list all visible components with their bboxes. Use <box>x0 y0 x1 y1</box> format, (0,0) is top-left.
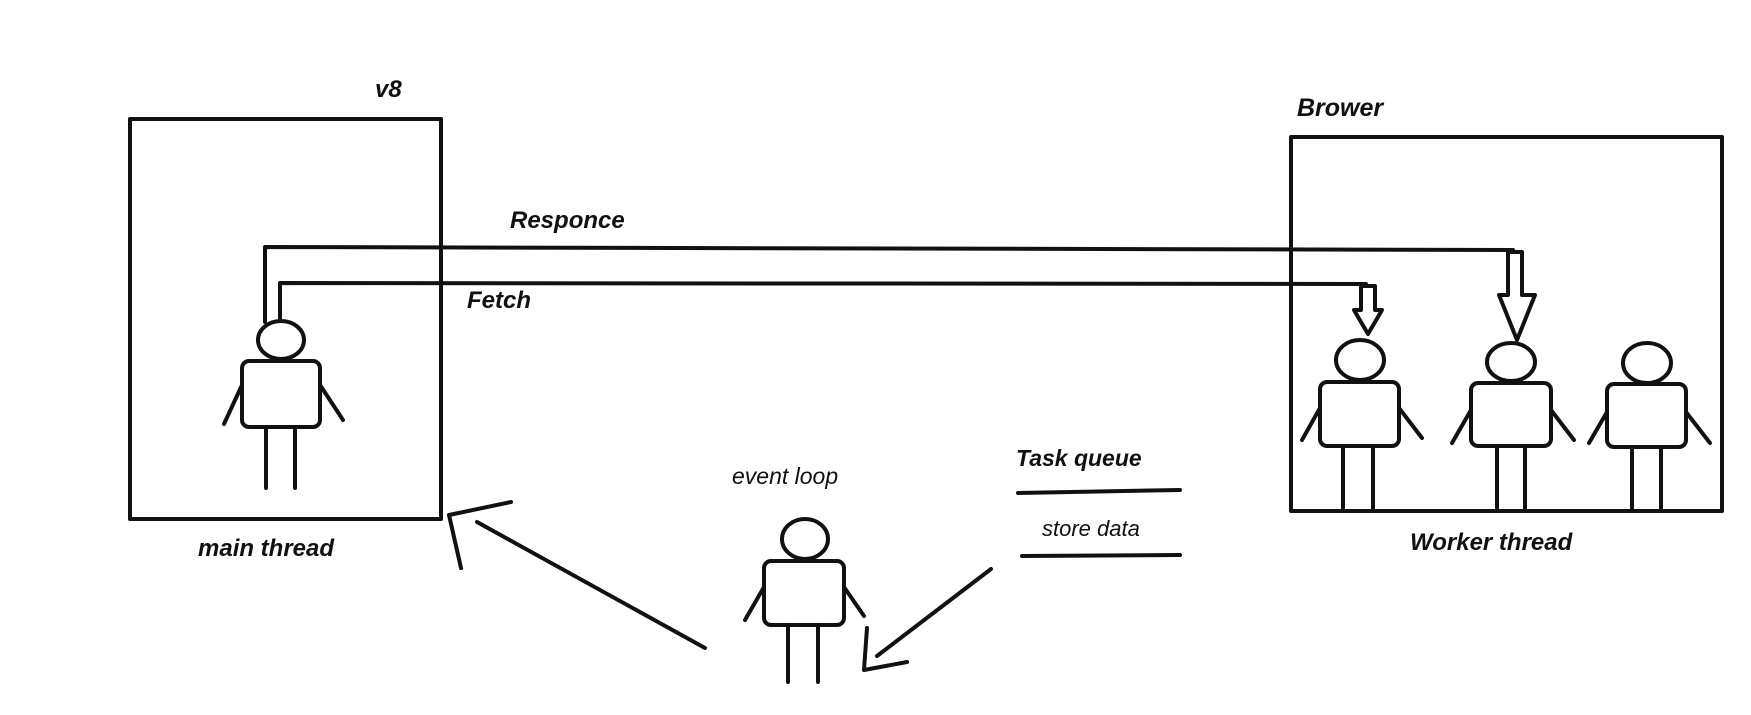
task-queue-bottom-divider <box>1020 553 1182 558</box>
worker-figure-2 <box>1450 341 1576 510</box>
store-data-item: store data <box>1042 516 1140 541</box>
browser-box <box>1289 135 1724 513</box>
worker-figure-1 <box>1300 338 1424 510</box>
main-thread-label: main thread <box>198 535 335 562</box>
worker-thread-label: Worker thread <box>1410 529 1574 556</box>
event-loop-figure <box>743 517 866 684</box>
responce-arrow-icon <box>1497 250 1537 342</box>
queue-to-loop-arrow-icon <box>862 567 993 672</box>
worker-figure-3 <box>1587 341 1712 510</box>
loop-to-main-arrow-icon <box>447 500 707 650</box>
fetch-label: Fetch <box>467 287 531 314</box>
main-thread-box <box>128 117 443 521</box>
task-queue-label: Task queue <box>1016 445 1142 471</box>
task-queue-top-divider <box>1016 488 1182 495</box>
brower-label: Brower <box>1297 94 1384 122</box>
fetch-arrow-icon <box>1352 284 1384 336</box>
responce-label: Responce <box>510 207 625 234</box>
event-loop-label: event loop <box>732 463 838 489</box>
v8-label: v8 <box>375 76 402 103</box>
main-thread-figure <box>222 319 345 490</box>
